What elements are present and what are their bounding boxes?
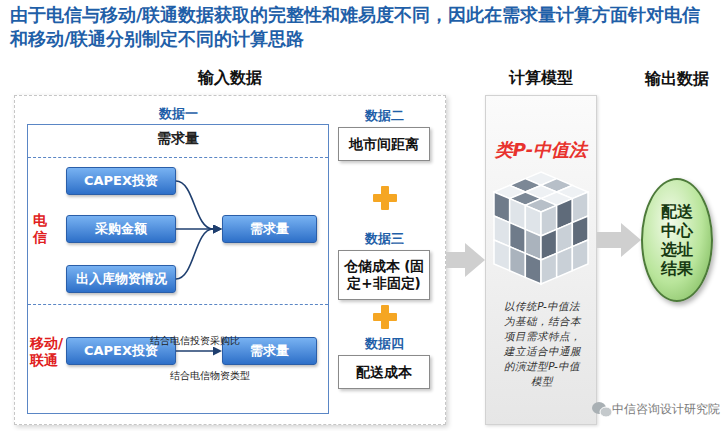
group-heading: 需求量	[28, 130, 328, 148]
process-box: CAPEX投资	[66, 167, 176, 195]
cube-cell	[541, 253, 557, 284]
cube-cell	[541, 192, 572, 205]
flow-arrow	[597, 232, 621, 248]
plus-symbol	[373, 186, 397, 210]
box-label: 出入库物资情况	[76, 270, 167, 288]
cube-cell	[525, 199, 556, 212]
cube-cell	[494, 240, 510, 271]
cube-cell	[510, 192, 541, 205]
result-text: 配送中心选址结果	[660, 202, 694, 278]
title: 由于电信与移动/联通数据获取的完整性和难易度不同，因此在需求量计算方面针对电信和…	[10, 3, 712, 51]
box-label: CAPEX投资	[84, 342, 158, 360]
data-box: 数据二地市间距离	[338, 127, 430, 161]
cube-cell	[494, 185, 525, 198]
cube-cell	[525, 253, 541, 284]
carrier-label: 电信	[33, 212, 49, 246]
data-box: 数据三仓储成本 (固定+非固定)	[338, 250, 430, 300]
cube-cell	[525, 229, 541, 260]
box-label: 采购金额	[95, 220, 147, 238]
data-heading: 数据三	[309, 230, 459, 248]
box-label: 仓储成本 (固定+非固定)	[339, 258, 429, 292]
cube-cell	[541, 205, 557, 236]
cube-cell	[572, 192, 588, 223]
note-label: 结合电信物资类型	[140, 369, 280, 383]
box-label: 需求量	[250, 342, 289, 360]
data-heading: 数据一	[0, 105, 358, 123]
cube-cell	[510, 179, 541, 192]
cube-cell	[557, 185, 588, 198]
box-label: 配送成本	[356, 364, 412, 381]
carrier-label: 移动/联通	[30, 335, 64, 369]
carrier-band: 移动/联通 CAPEX投资 需求量	[28, 304, 328, 413]
watermark: 中信咨询设计研究院	[612, 401, 724, 418]
data-heading: 数据二	[309, 107, 459, 125]
plus-symbol	[373, 305, 397, 329]
cube-cell	[525, 172, 556, 185]
edge-label: 结合电信投资采购比	[125, 334, 265, 348]
wechat-icon	[592, 402, 612, 417]
carrier-band: 电信 CAPEX投资采购金额出入库物资情况 需求量	[28, 157, 328, 304]
section-heading: 输入数据	[0, 68, 475, 89]
cube-cell	[572, 216, 588, 247]
data-box: 数据四配送成本	[338, 355, 430, 389]
section-heading: 计算模型	[456, 68, 626, 89]
box-label: 需求量	[250, 220, 289, 238]
box-label: 地市间距离	[349, 136, 419, 153]
model-panel: 计算模型类P-中值法以传统P-中值法为基础，结合本项目需求特点，建立适合中通服的…	[485, 95, 597, 425]
cube-cell	[494, 216, 510, 247]
cube-cell	[510, 247, 526, 278]
process-box: 出入库物资情况	[66, 265, 176, 293]
section-heading: 输出数据	[613, 69, 725, 90]
model-description: 以传统P-中值法为基础，结合本项目需求特点，建立适合中通服的演进型P-中值模型	[499, 299, 585, 389]
cube-cell	[494, 192, 510, 223]
flow-arrow	[446, 252, 465, 268]
cube-cell	[525, 205, 541, 236]
process-box: 需求量	[222, 215, 317, 243]
cube-cell	[557, 247, 573, 278]
connector-arrow	[176, 228, 213, 230]
result-oval: 输出数据配送中心选址结果	[641, 178, 713, 302]
connector-arrow	[176, 229, 213, 279]
box-label: CAPEX投资	[84, 172, 158, 190]
connector-arrow	[176, 350, 213, 352]
cube-cell	[510, 199, 526, 230]
cube-cell	[541, 179, 572, 192]
connector-arrow	[176, 181, 213, 229]
cube-cell	[557, 199, 573, 230]
cube-cell	[541, 229, 557, 260]
cube-cell	[572, 240, 588, 271]
cube-cell	[557, 223, 573, 254]
cube-illustration	[494, 172, 588, 284]
model-name: 类P-中值法	[486, 138, 596, 162]
process-box: 采购金额	[66, 215, 176, 243]
data-heading: 数据四	[309, 335, 459, 353]
cube-cell	[510, 223, 526, 254]
cube-cell	[525, 185, 556, 198]
